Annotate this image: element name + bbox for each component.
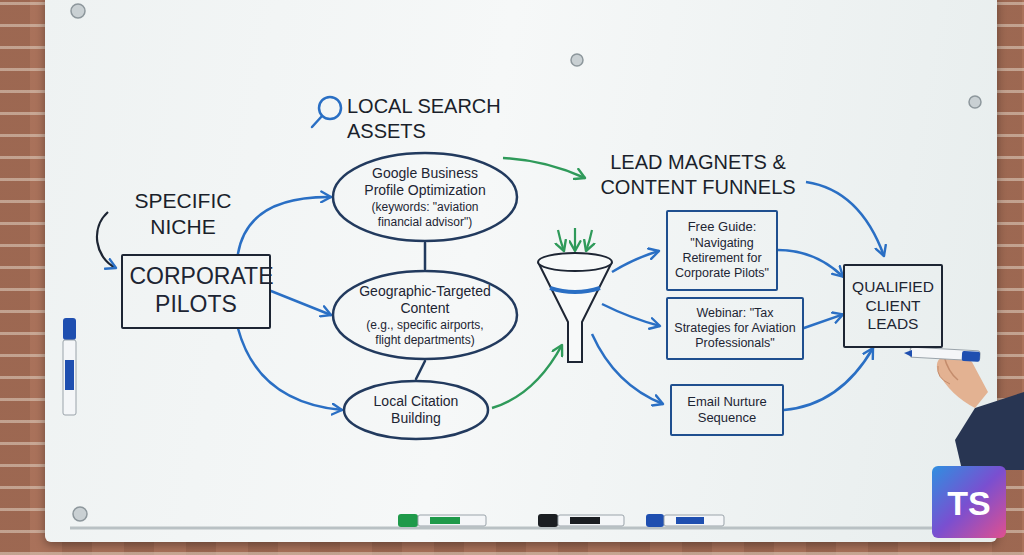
node-text: CORPORATE PILOTS: [130, 263, 263, 318]
node-subtext: (keywords: "aviation financial advisor"): [354, 200, 497, 229]
node-text: Local Citation Building: [360, 393, 472, 427]
node-subtext: (e.g., specific airports, flight departm…: [354, 318, 497, 347]
node-text: Geographic-Targeted Content: [354, 283, 497, 317]
magnifier-icon: [312, 97, 341, 127]
section-heading: SPECIFIC NICHE: [118, 188, 248, 241]
node-subtext: "Navigating Retirement for Corporate Pil…: [674, 236, 770, 281]
connector-arrow: [804, 314, 843, 328]
marker-tray: [70, 527, 990, 530]
outcome-box: QUALIFIED CLIENT LEADS: [843, 264, 943, 348]
asset-ellipse: Geographic-Targeted Content(e.g., specif…: [331, 269, 519, 361]
connector-line: [416, 361, 425, 379]
lead-magnet-box: Webinar: "Tax Strategies for Aviation Pr…: [666, 297, 804, 360]
node-text: Email Nurture Sequence: [678, 394, 776, 425]
logo-badge: [932, 466, 1006, 538]
node-text: QUALIFIED CLIENT LEADS: [852, 278, 935, 334]
node-text: Google Business Profile Optimization: [354, 165, 497, 199]
node-text: Free Guide:: [674, 219, 770, 235]
flow-arrow: [492, 345, 562, 408]
connector-arrow: [271, 291, 331, 315]
marker-pen: [63, 318, 76, 415]
connector-line: [424, 243, 427, 269]
niche-box: CORPORATE PILOTS: [121, 254, 271, 329]
flow-arrow: [806, 182, 884, 256]
flow-arrow: [592, 251, 663, 404]
lead-magnet-box: Email Nurture Sequence: [670, 384, 784, 436]
logo-text: TS: [932, 482, 1006, 525]
connector-arrow: [778, 250, 843, 277]
niche-arrow: [97, 212, 116, 268]
connector-arrow: [784, 348, 873, 410]
marker-pen: [398, 514, 724, 527]
asset-ellipse: Google Business Profile Optimization(key…: [331, 151, 519, 243]
lead-magnet-box: Free Guide:"Navigating Retirement for Co…: [666, 210, 778, 291]
board-standoff: [71, 4, 991, 521]
section-heading: LEAD MAGNETS & CONTENT FUNNELS: [592, 150, 804, 200]
funnel-input-arrows: [558, 228, 592, 251]
connector-arrow: [238, 197, 331, 254]
connector-arrow: [238, 329, 342, 411]
asset-ellipse: Local Citation Building: [342, 379, 490, 441]
funnel-icon: [538, 253, 612, 362]
node-text: Webinar: "Tax Strategies for Aviation Pr…: [674, 306, 796, 351]
section-heading: LOCAL SEARCH ASSETS: [347, 94, 527, 144]
flow-arrow: [503, 158, 585, 178]
hand-with-marker: [904, 347, 1024, 470]
